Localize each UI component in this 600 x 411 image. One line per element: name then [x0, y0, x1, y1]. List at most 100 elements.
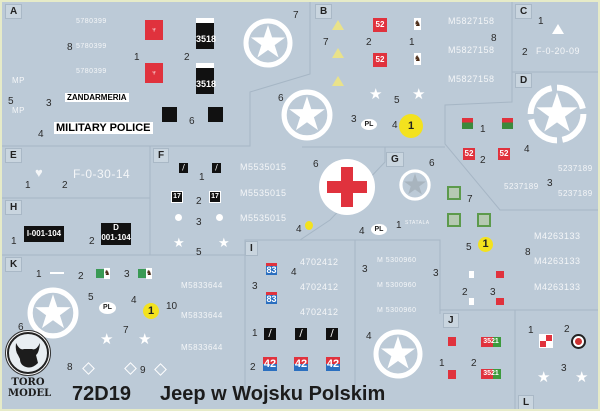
number-label: 7: [293, 10, 299, 21]
section-label: K: [5, 257, 23, 272]
number-label: 5: [88, 292, 94, 303]
serial-number: M5827158: [448, 74, 495, 84]
quill-emblem: /: [212, 163, 221, 173]
number-label: 2: [250, 362, 256, 373]
number-label: 2: [184, 52, 190, 63]
unit-number-52: 52: [463, 148, 475, 160]
number-label: 3: [124, 269, 130, 280]
quill-emblem: /: [326, 328, 338, 340]
black-square: [208, 107, 223, 122]
number-label: 3: [547, 178, 553, 189]
plate-line: 001-104: [101, 233, 131, 242]
star-icon: [250, 25, 286, 58]
mp-marking: MP: [12, 106, 25, 115]
quill-emblem: /: [179, 163, 188, 173]
unit-sign: [138, 269, 146, 278]
star-icon: ★: [100, 330, 114, 348]
number-label: 6: [189, 116, 195, 127]
yellow-number-circle: 1: [399, 114, 423, 138]
polish-checkerboard-icon: [539, 334, 553, 348]
star-icon: [380, 336, 416, 369]
red-cross-icon: [327, 167, 367, 207]
roundel-star-insignia: [243, 18, 293, 68]
number-label: 1: [480, 124, 486, 135]
yellow-number-circle: 1: [143, 303, 159, 319]
roundel-star-insignia: [527, 84, 587, 144]
star-icon: ★: [412, 85, 426, 103]
number-label: 9: [140, 365, 146, 376]
flag-emblem: [462, 118, 473, 129]
small-marking: STATALA: [405, 220, 430, 226]
red-cross-emblem: [319, 159, 375, 215]
unit-number-52: 52: [373, 53, 387, 67]
serial-number: M4263133: [534, 256, 581, 266]
registration-number: F-0-30-14: [73, 167, 131, 181]
registration-number: F-0-20-09: [536, 46, 581, 56]
number-label: 3: [561, 363, 567, 374]
number-label: 3: [252, 281, 258, 292]
toro-model-text: TORO MODEL: [8, 377, 52, 399]
sheet-title: Jeep w Wojsku Polskim: [160, 383, 386, 405]
serial-number: M5535015: [240, 162, 287, 172]
star-icon: ★: [369, 85, 383, 103]
red-small-emblem: [448, 337, 456, 346]
heart-icon: ♥: [35, 165, 44, 180]
pl-oval: PL: [99, 302, 116, 314]
number-label: 1: [538, 16, 544, 27]
registration-plate: 3521: [481, 369, 501, 379]
target-roundel-icon: [573, 336, 584, 347]
green-square: [447, 213, 461, 227]
roundel-star-insignia: [281, 89, 333, 141]
number-label: 1: [36, 269, 42, 280]
star-icon: ★: [575, 368, 589, 386]
quill-emblem: /: [295, 328, 307, 340]
number-label: 3: [433, 268, 439, 279]
section-label: C: [515, 4, 533, 19]
serial-number: 5780399: [76, 68, 107, 75]
unit-sign: [96, 269, 104, 278]
number-label: 6: [278, 93, 284, 104]
number-label: 4: [366, 331, 372, 342]
flag-emblem: [502, 118, 513, 129]
number-label: 2: [366, 37, 372, 48]
number-label: 1: [11, 236, 17, 247]
number-label: 5: [394, 95, 400, 106]
serial-number: 5237189: [558, 164, 593, 173]
serial-number: M 5300960: [377, 307, 417, 314]
figure-emblem: ♞: [146, 268, 153, 279]
warning-triangle-icon: [552, 24, 564, 34]
section-label: F: [153, 148, 170, 163]
unit-number-52: 52: [498, 148, 510, 160]
unit-number-42: 42: [294, 357, 308, 371]
yellow-number-circle: 1: [478, 237, 493, 252]
roundel-star-insignia: [27, 287, 79, 339]
number-label: 6: [313, 159, 319, 170]
section-label: L: [518, 395, 535, 409]
red-small-emblem: [448, 370, 456, 379]
number-label: 4: [291, 267, 297, 278]
star-icon: [35, 294, 71, 329]
figure-emblem: ♞: [414, 53, 422, 65]
number-label: 1: [252, 328, 258, 339]
serial-number: 5237189: [558, 189, 593, 198]
serial-number: 4702412: [300, 282, 339, 292]
unit-number-17: 17: [171, 191, 183, 203]
registration-plate: 3518: [196, 18, 216, 49]
number-label: 7: [323, 37, 329, 48]
yellow-small-circle: [305, 221, 313, 230]
figure-emblem: [469, 271, 474, 278]
number-label: 1: [25, 180, 31, 191]
star-icon: ★: [173, 236, 185, 251]
zandarmeria-marking: ZANDARMERIA: [65, 93, 129, 102]
number-label: 1: [199, 172, 205, 183]
section-label: E: [5, 148, 22, 163]
number-label: 5: [466, 242, 472, 253]
serial-number: M5833644: [181, 311, 223, 320]
number-label: 2: [462, 287, 468, 298]
star-icon: [404, 173, 426, 195]
plate-line: D: [113, 223, 119, 232]
number-label: 4: [131, 295, 137, 306]
serial-number: M5833644: [181, 343, 223, 352]
